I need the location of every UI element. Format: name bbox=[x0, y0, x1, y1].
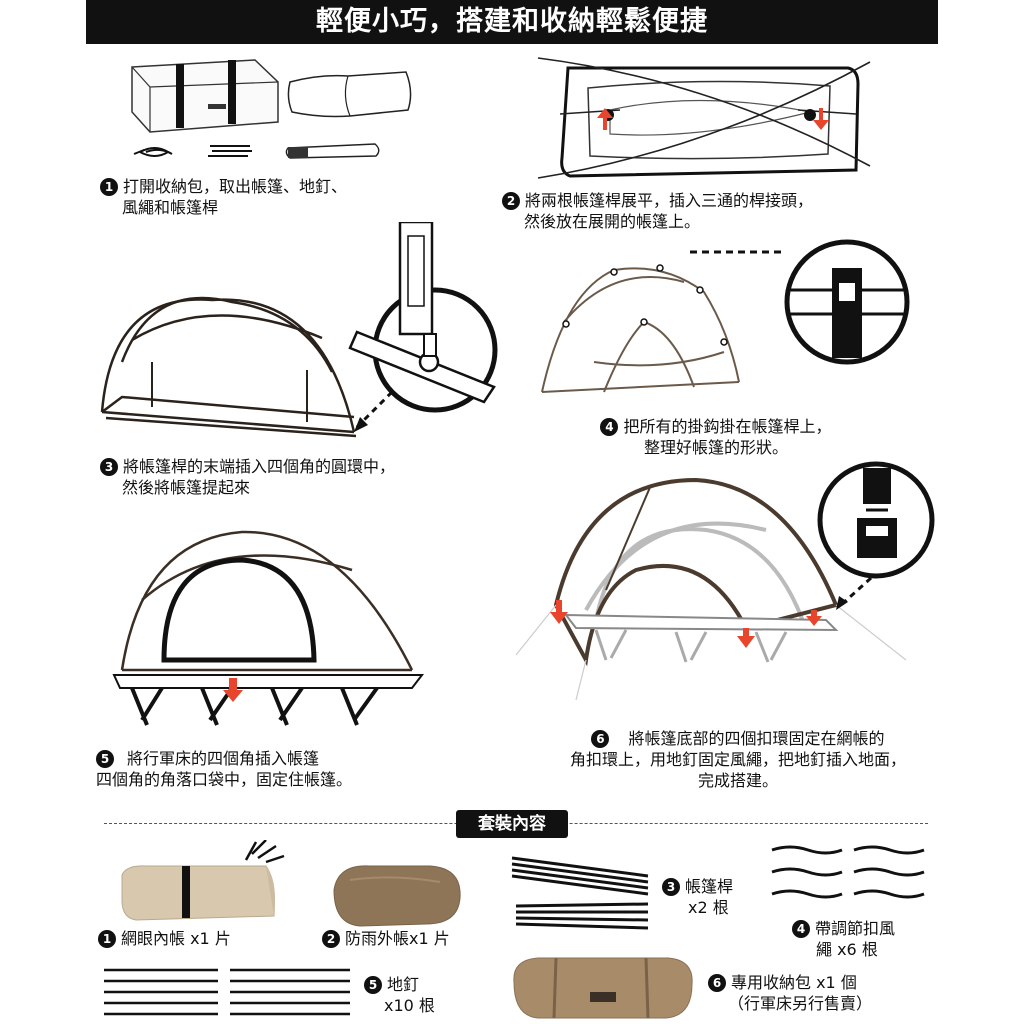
kit-item-3-illustration bbox=[508, 850, 658, 940]
step-4-line-1: 把所有的掛鈎掛在帳篷桿上， bbox=[623, 417, 832, 436]
step2-illustration bbox=[530, 50, 880, 190]
step6-illustration bbox=[506, 460, 936, 730]
step-1-badge: 1 bbox=[100, 178, 118, 196]
step-1-caption: 1 打開收納包，取出帳篷、地釘、 風繩和帳篷桿 bbox=[100, 176, 347, 218]
kit-item-5-illustration bbox=[100, 964, 355, 1020]
step3-illustration bbox=[92, 222, 512, 447]
step-3-line-2: 然後將帳篷提起來 bbox=[122, 478, 251, 497]
step-6-line-1: 將帳篷底部的四個扣環固定在網帳的 bbox=[628, 729, 885, 748]
step-3-caption: 3 將帳篷桿的末端插入四個角的圓環中， 然後將帳篷提起來 bbox=[100, 456, 395, 498]
kit-item-2-illustration bbox=[330, 860, 465, 930]
step5-illustration bbox=[92, 520, 432, 735]
kit-item-1-illustration bbox=[116, 840, 286, 925]
step-6-badge: 6 bbox=[591, 730, 610, 748]
step-5-badge: 5 bbox=[96, 750, 114, 768]
step4-illustration bbox=[534, 232, 919, 402]
step-2-caption: 2 將兩根帳篷桿展平，插入三通的桿接頭， 然後放在展開的帳篷上。 bbox=[502, 190, 813, 232]
step-5-line-2: 四個角的角落口袋中，固定住帳篷。 bbox=[96, 770, 353, 789]
step-2-line-1: 將兩根帳篷桿展平，插入三通的桿接頭， bbox=[525, 191, 814, 210]
kit-item-4-illustration bbox=[770, 840, 930, 910]
kit-item-2-badge: 2 bbox=[322, 930, 340, 948]
step-4-badge: 4 bbox=[600, 418, 619, 436]
step-6-line-2: 角扣環上，用地釘固定風繩，把地釘插入地面， bbox=[569, 750, 906, 769]
kit-title: 套裝內容 bbox=[456, 810, 568, 838]
step-2-line-2: 然後放在展開的帳篷上。 bbox=[524, 212, 701, 231]
kit-item-1-badge: 1 bbox=[98, 930, 116, 948]
kit-item-6-illustration bbox=[508, 952, 698, 1022]
step1-illustration bbox=[120, 52, 420, 172]
kit-item-6-badge: 6 bbox=[708, 974, 726, 992]
step-3-line-1: 將帳篷桿的末端插入四個角的圓環中， bbox=[123, 457, 396, 476]
step-3-badge: 3 bbox=[100, 458, 118, 476]
step-6-line-3: 完成搭建。 bbox=[697, 771, 778, 790]
step-5-caption: 5 將行軍床的四個角插入帳篷 四個角的角落口袋中，固定住帳篷。 bbox=[96, 748, 352, 790]
step-5-line-1: 將行軍床的四個角插入帳篷 bbox=[127, 749, 320, 768]
step-1-line-1: 打開收納包，取出帳篷、地釘、 bbox=[123, 177, 348, 196]
step-1-line-2: 風繩和帳篷桿 bbox=[122, 198, 219, 217]
step-2-badge: 2 bbox=[502, 192, 520, 210]
kit-item-4-badge: 4 bbox=[792, 920, 810, 938]
step-4-line-2: 整理好帳篷的形狀。 bbox=[643, 438, 788, 457]
page-title: 輕便小巧，搭建和收納輕鬆便捷 bbox=[86, 0, 938, 44]
kit-item-3-badge: 3 bbox=[662, 878, 680, 896]
kit-item-5-badge: 5 bbox=[364, 976, 382, 994]
